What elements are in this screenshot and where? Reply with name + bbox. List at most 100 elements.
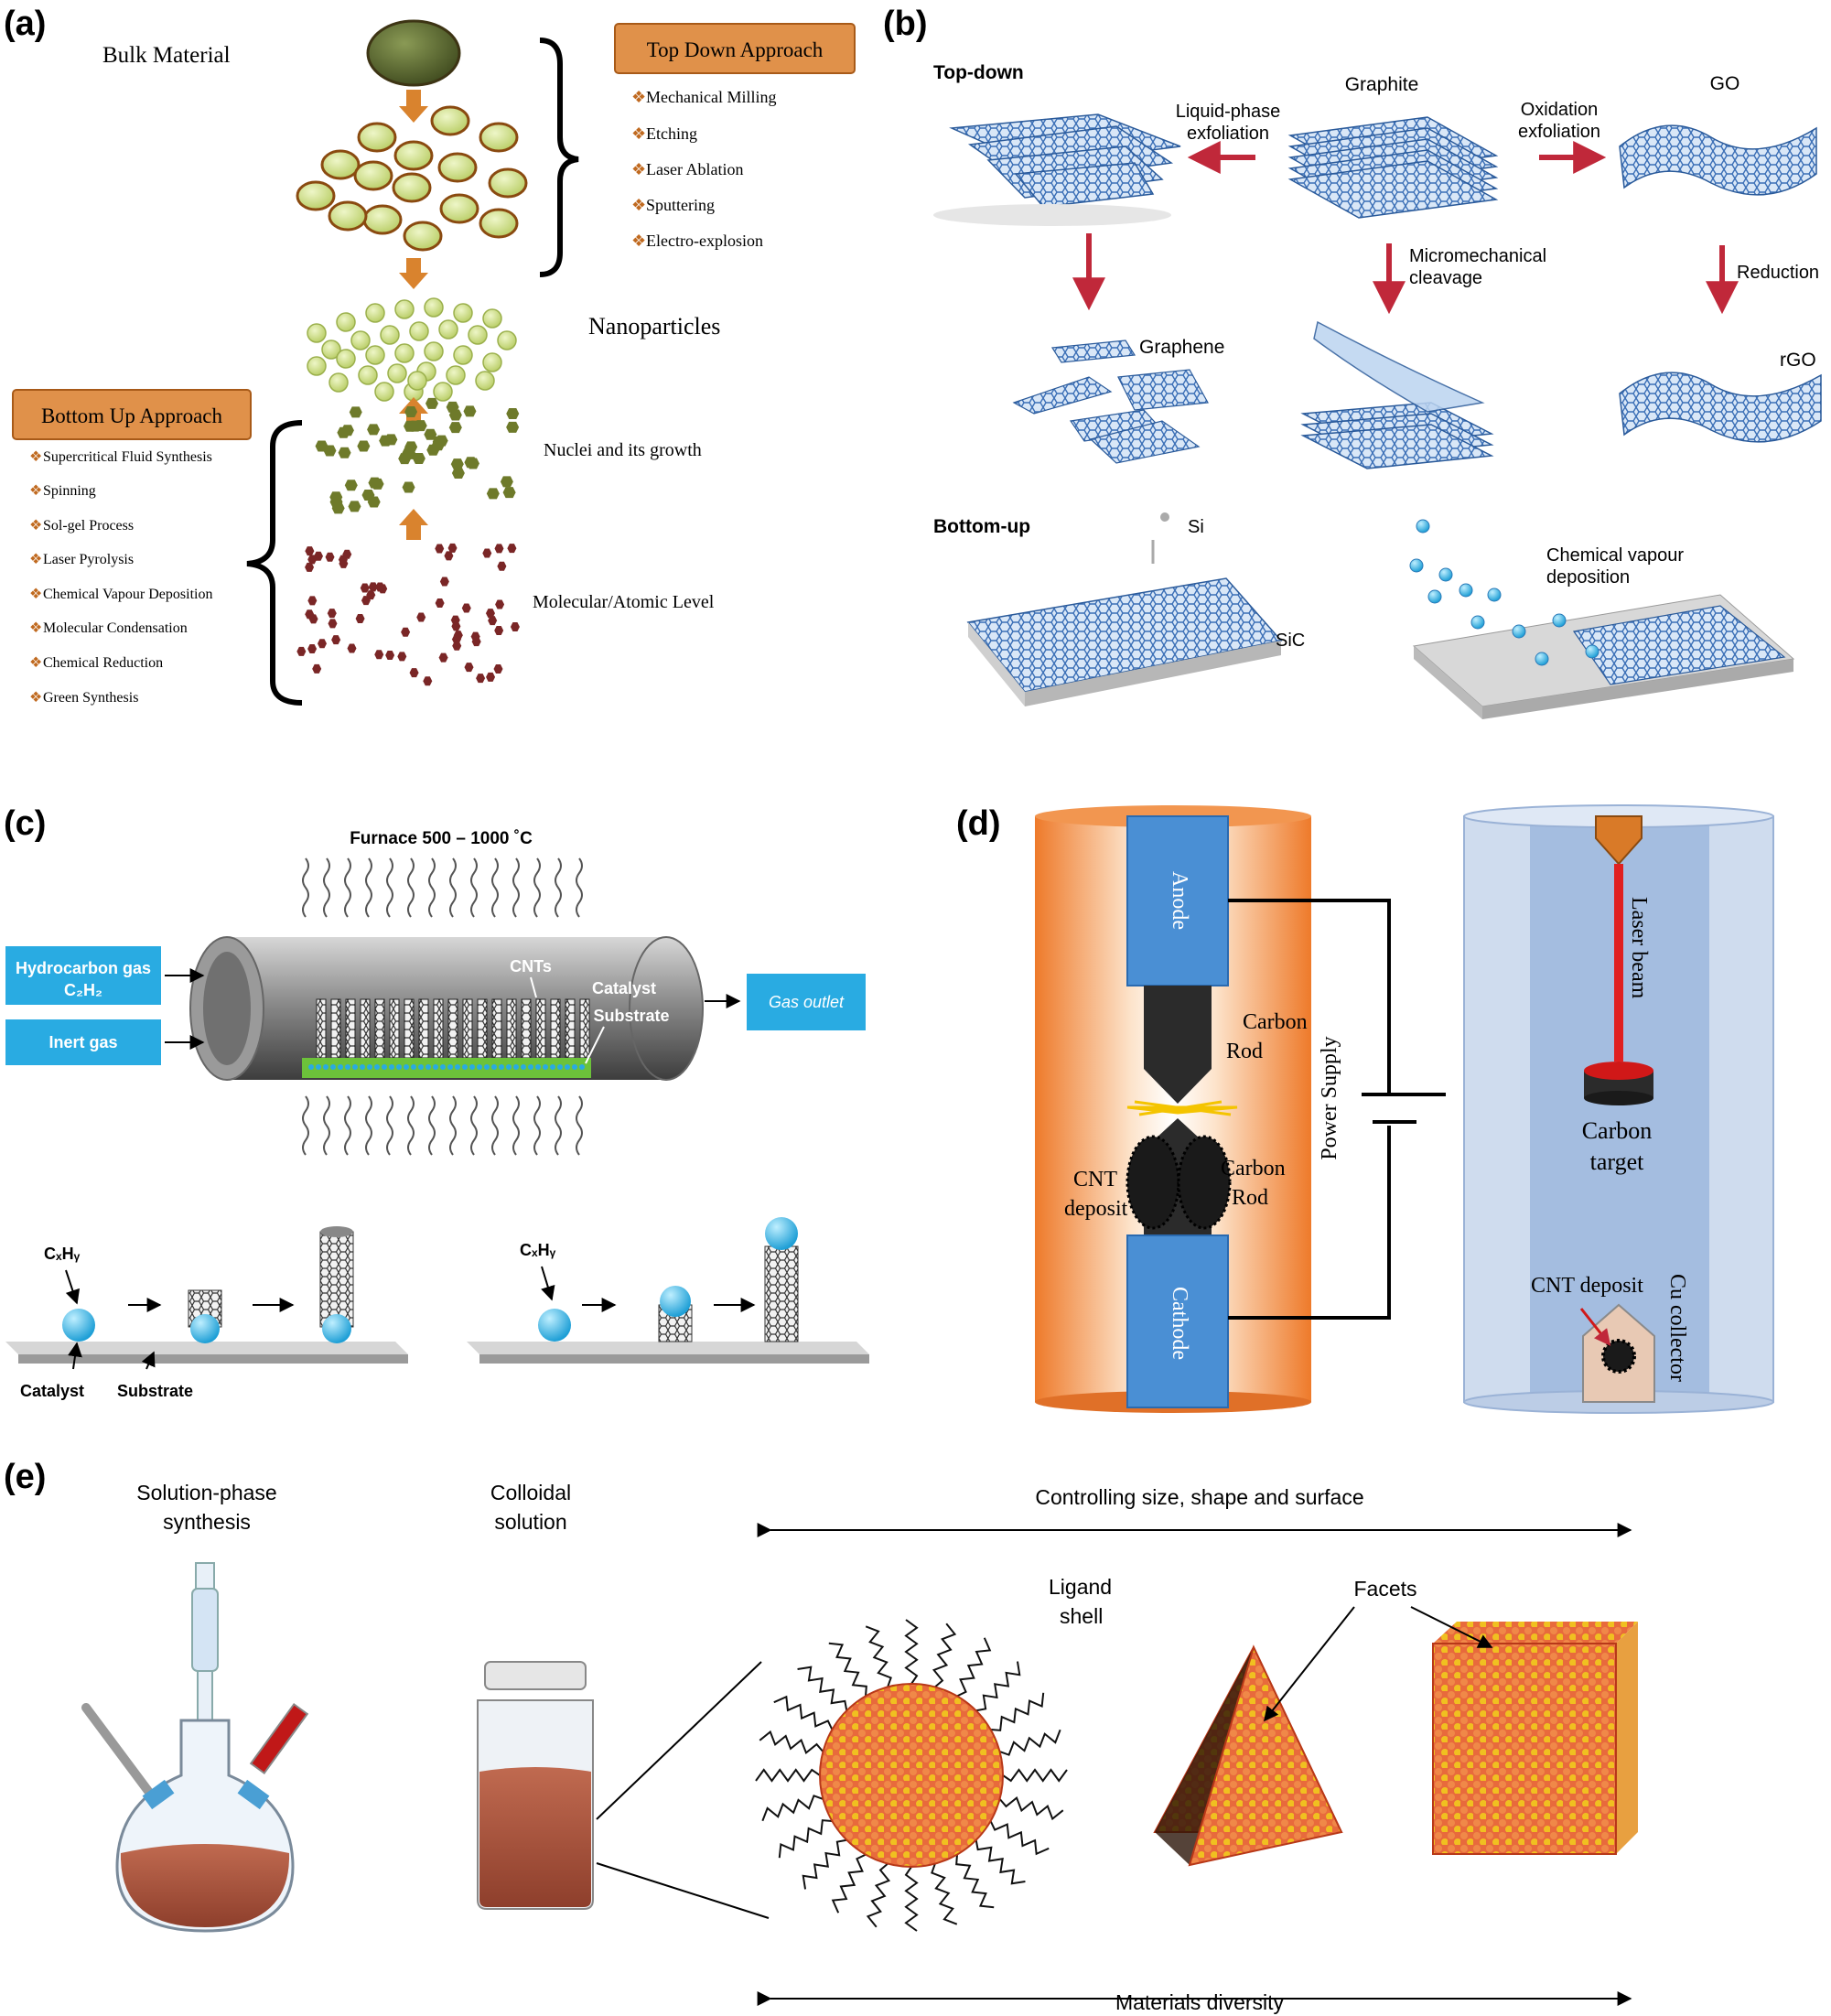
heat-wave — [407, 857, 415, 918]
arc-spark — [1126, 1100, 1238, 1116]
nucleus — [402, 481, 415, 493]
nucleus — [408, 420, 422, 432]
atom — [308, 614, 318, 624]
nanoparticle — [468, 325, 488, 345]
cnt-deposit-laser-label: CNT deposit — [1531, 1274, 1643, 1298]
nucleus — [424, 428, 437, 440]
furnace-label: Furnace 500 – 1000 ˚C — [350, 829, 533, 848]
lpe-label-2: exfoliation — [1187, 124, 1269, 144]
graphite-label: Graphite — [1345, 74, 1419, 95]
atom — [464, 663, 474, 673]
atom — [435, 544, 445, 554]
reduction-label: Reduction — [1737, 263, 1819, 283]
panel-label-b: (b) — [883, 5, 928, 43]
panel-d: (d) Anode Carbon Rod Carbon Rod CNT depo… — [956, 804, 1774, 1414]
heat-wave — [470, 1095, 478, 1156]
ligand-chain — [932, 1623, 957, 1688]
nucleus — [412, 453, 425, 465]
nanoparticle — [394, 343, 415, 363]
ligand-chain — [990, 1692, 1045, 1731]
catalyst-dot — [323, 1064, 329, 1070]
tip-growth-diagram — [467, 1217, 869, 1364]
atom — [507, 544, 517, 554]
sic-substrate — [966, 577, 1283, 706]
nucleus — [463, 405, 477, 417]
nucleus — [431, 439, 445, 451]
nanoparticle — [336, 312, 356, 332]
nanoparticle — [446, 365, 466, 385]
lpe-label-1: Liquid-phase — [1176, 102, 1281, 122]
catalyst-dot — [557, 1064, 563, 1070]
laser-cnt-deposit — [1601, 1339, 1636, 1374]
nanoparticle — [336, 349, 356, 369]
up-arrow-2 — [399, 509, 428, 540]
graphene-label: Graphene — [1139, 337, 1224, 358]
carbon-rod-top — [1144, 986, 1212, 1104]
atom — [312, 663, 322, 674]
ligand-chain — [998, 1795, 1064, 1821]
catalyst-dot — [352, 1064, 358, 1070]
catalyst-dot — [447, 1064, 453, 1070]
ligand-chain — [761, 1795, 824, 1822]
ligand-chain — [755, 1768, 821, 1783]
catalyst-dots — [308, 1064, 585, 1070]
catalyst-dot — [404, 1064, 409, 1070]
atom — [331, 635, 341, 645]
anode-label: Anode — [1168, 871, 1191, 930]
nanoparticle — [409, 321, 429, 341]
nucleus — [404, 405, 418, 417]
bullet-icon: ❖ — [29, 620, 42, 636]
cnt-tube — [404, 998, 415, 1059]
atoms-cluster — [296, 543, 520, 686]
catalyst-dot — [330, 1064, 336, 1070]
heat-waves-top — [302, 857, 583, 918]
cnt-deposit-label-1: CNT — [1073, 1168, 1117, 1191]
bottom-up-title: Bottom Up Approach — [41, 404, 223, 427]
ligand-chain — [866, 1862, 891, 1928]
heat-waves-bottom — [302, 1095, 583, 1156]
nucleus — [340, 425, 354, 437]
nanoparticle — [407, 371, 427, 391]
ligand-chain — [956, 1637, 992, 1698]
nanoparticle — [387, 363, 407, 383]
oxidation-label-2: exfoliation — [1518, 122, 1600, 142]
nucleus — [500, 476, 513, 488]
bottom-up-item: Green Synthesis — [43, 690, 138, 706]
catalyst-dot — [543, 1064, 548, 1070]
atom — [494, 544, 504, 554]
catalyst-dot — [484, 1064, 490, 1070]
heat-wave — [555, 1095, 562, 1156]
catalyst-dot — [550, 1064, 555, 1070]
ligand-chain — [989, 1820, 1050, 1856]
zoom-line-top — [596, 1661, 762, 1820]
graphene-flakes — [1012, 340, 1209, 464]
spherical-nanoparticle — [819, 1683, 1004, 1868]
cnt-tube — [389, 998, 400, 1059]
bullet-icon: ❖ — [29, 552, 42, 567]
zoom-line-bottom — [596, 1862, 770, 1919]
ligand-chain — [975, 1661, 1021, 1712]
hydrocarbon-box — [5, 946, 161, 1005]
atom — [305, 562, 315, 572]
panel-label-d: (d) — [956, 804, 1001, 843]
ligand-chain — [904, 1866, 919, 1932]
catalyst-dot — [469, 1064, 475, 1070]
atom — [470, 631, 480, 641]
nuclei-cluster — [315, 397, 520, 514]
bullet-icon: ❖ — [29, 483, 42, 499]
catalyst-dot — [535, 1064, 541, 1070]
bottom-up-item: Chemical Reduction — [43, 655, 163, 671]
pyramid-nanoparticle — [1153, 1644, 1343, 1867]
cnt-tube — [374, 998, 385, 1059]
cnt-tube — [491, 998, 502, 1059]
bullet-icon: ❖ — [29, 655, 42, 671]
cnt-tube — [506, 998, 517, 1059]
bullet-icon: ❖ — [631, 160, 646, 178]
cnt-tube — [579, 998, 590, 1059]
ligand-chain — [931, 1863, 958, 1925]
cathode-label: Cathode — [1168, 1287, 1191, 1360]
colloidal-label-1: Colloidal — [490, 1481, 571, 1504]
heat-wave — [512, 1095, 520, 1156]
heat-wave — [512, 857, 520, 918]
nucleus — [379, 435, 393, 447]
